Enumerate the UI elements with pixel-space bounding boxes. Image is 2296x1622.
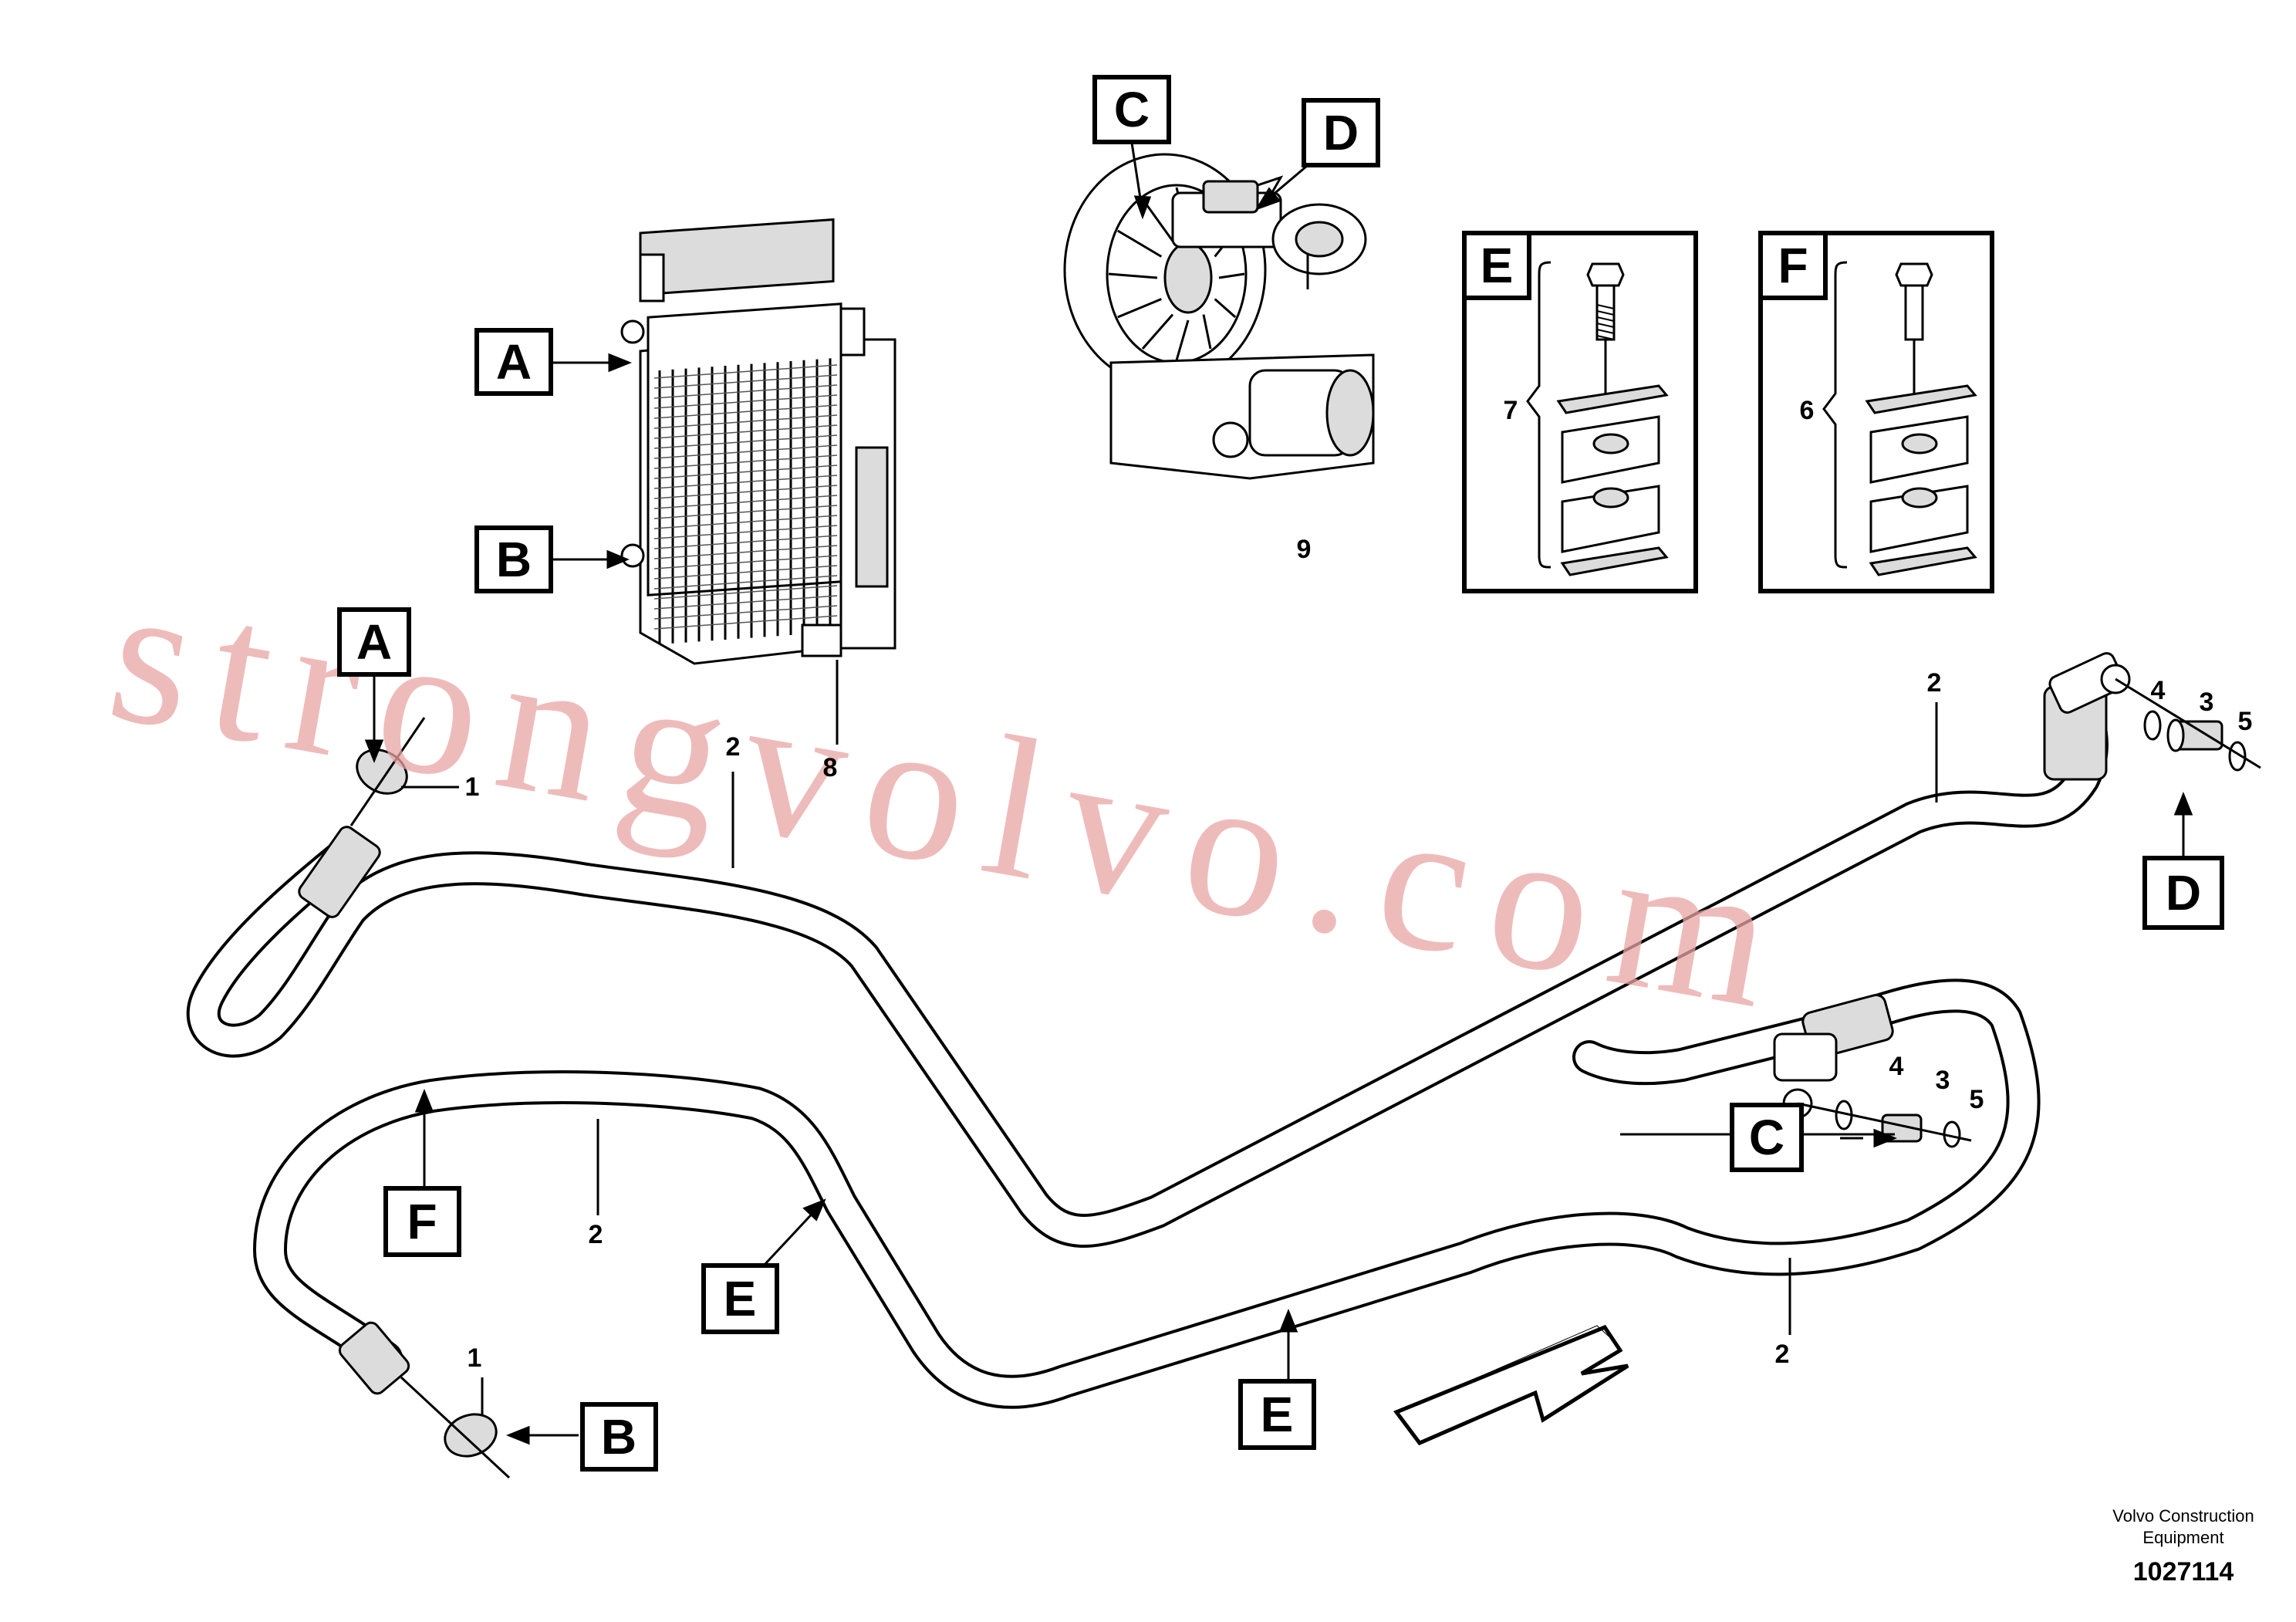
svg-text:D: D	[2166, 865, 2201, 921]
callout-e-bottom: E	[1238, 1379, 1316, 1450]
part-number-9: 9	[1297, 535, 1312, 564]
callout-b-top: B	[474, 525, 553, 593]
part-number-2-bottom: 2	[1775, 1340, 1790, 1369]
callout-f-left: F	[383, 1186, 461, 1257]
callout-d-right: D	[2142, 856, 2224, 930]
svg-text:E: E	[724, 1271, 757, 1326]
hose-end-lower-left	[338, 1321, 410, 1395]
part-number-3-top: 3	[2200, 688, 2214, 717]
elbow-fitting-lower-right	[1773, 993, 1894, 1119]
figure-number: 1027114	[2133, 1557, 2234, 1587]
callout-d-top: D	[1302, 98, 1380, 167]
bolt-f	[1895, 262, 1933, 394]
part-number-3-bottom: 3	[1936, 1066, 1950, 1095]
part-number-2-left: 2	[726, 732, 741, 762]
svg-text:E: E	[1261, 1387, 1294, 1442]
part-number-4-bottom: 4	[1889, 1052, 1904, 1081]
washer-4-upper	[2143, 710, 2162, 741]
callout-c-top: C	[1092, 75, 1171, 144]
svg-text:F: F	[1778, 238, 1808, 293]
inset-e-clamp-assembly	[1462, 231, 1698, 593]
part-number-5-bottom: 5	[1970, 1085, 1984, 1114]
hose-clamp-top	[349, 717, 426, 826]
hose-end-upper-left	[298, 826, 381, 918]
part-number-5-top: 5	[2238, 707, 2253, 736]
callout-a-top: A	[474, 328, 553, 396]
svg-text:A: A	[496, 334, 532, 390]
hose-upper	[186, 678, 2109, 1248]
callout-a-left: A	[337, 607, 411, 677]
hose-lower	[253, 978, 2041, 1409]
svg-text:C: C	[1749, 1110, 1784, 1165]
svg-text:B: B	[601, 1409, 636, 1465]
svg-text:A: A	[356, 614, 392, 670]
callout-e-mid: E	[701, 1263, 779, 1334]
adapter-3-upper	[2166, 718, 2223, 752]
svg-text:F: F	[407, 1194, 437, 1249]
washer-5-upper	[2228, 741, 2247, 772]
radiator-cooler	[620, 218, 896, 665]
part-number-7: 7	[1504, 396, 1518, 425]
part-number-1-bottom: 1	[468, 1343, 482, 1373]
footer-company: Volvo Construction	[2112, 1506, 2254, 1526]
footer-company-line2: Equipment	[2142, 1528, 2223, 1547]
svg-text:C: C	[1114, 82, 1150, 137]
svg-text:D: D	[1323, 105, 1359, 161]
callout-e-inset: E	[1462, 231, 1531, 300]
part-number-1-top: 1	[465, 772, 480, 802]
part-number-4-top: 4	[2151, 676, 2166, 705]
svg-text:E: E	[1481, 238, 1514, 293]
hose-clamp-bottom	[400, 1376, 511, 1479]
transmission-pump	[1063, 153, 1375, 480]
part-number-8: 8	[823, 753, 838, 782]
bolt-e	[1586, 262, 1625, 394]
callout-c-right: C	[1730, 1103, 1804, 1172]
part-number-2-mid: 2	[589, 1220, 603, 1249]
direction-arrow	[1393, 1324, 1629, 1446]
callout-b-bottom: B	[580, 1402, 658, 1472]
part-number-2-right: 2	[1927, 668, 1942, 698]
part-number-6: 6	[1800, 396, 1815, 425]
callout-f-inset: F	[1758, 231, 1828, 300]
elbow-fitting-upper-right	[2043, 652, 2131, 781]
svg-text:B: B	[496, 532, 532, 587]
